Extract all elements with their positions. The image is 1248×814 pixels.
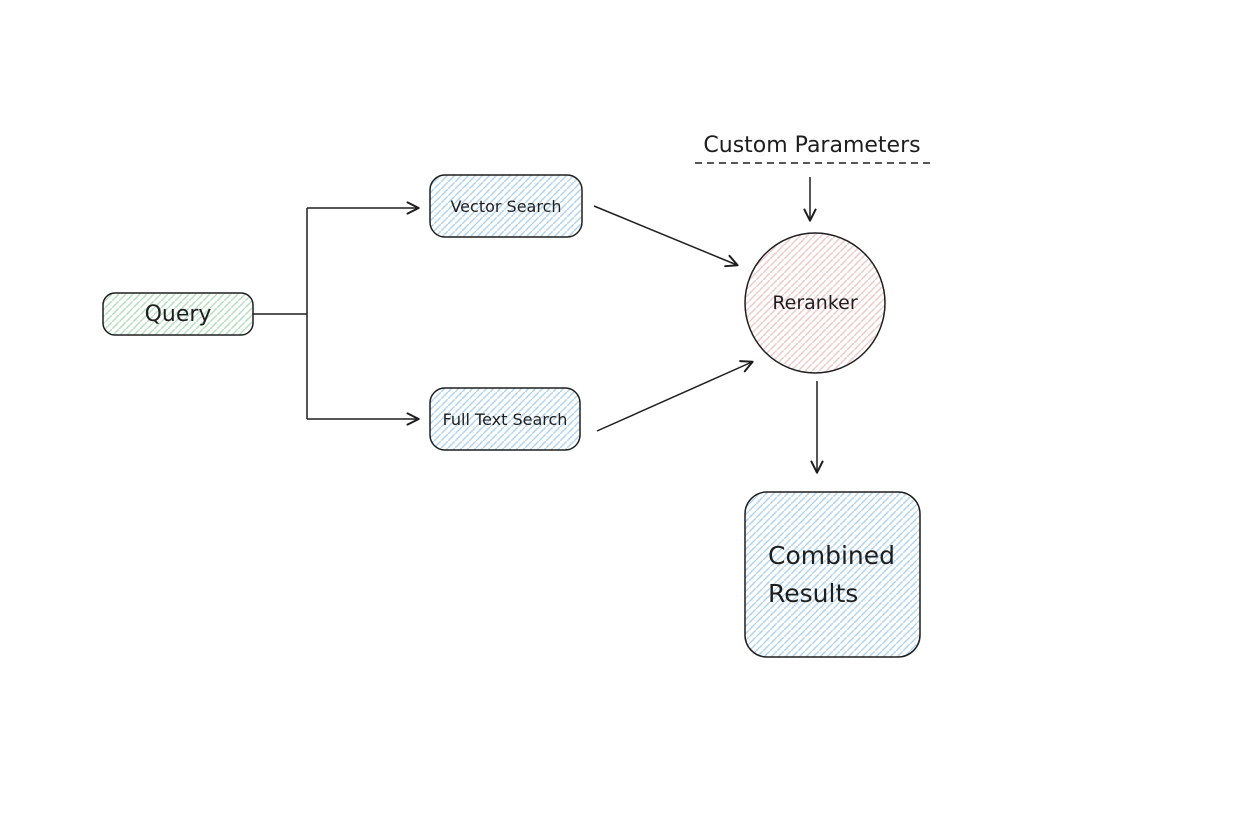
reranker-node[interactable]: Reranker [745,233,885,373]
combined-results-node-label: Combined Results [768,541,896,608]
full-text-search-node[interactable]: Full Text Search [430,388,580,450]
vector-search-node-shape[interactable] [429,174,583,238]
custom-parameters-text[interactable]: Custom Parameters [690,133,934,158]
vector-search-node[interactable]: Vector Search [430,175,582,237]
query-node-label: Query [144,301,212,327]
full-text-search-node-label: Full Text Search [442,409,568,429]
edge-full-text-search-to-reranker-arrow[interactable] [596,360,754,432]
combined-results-node-shape[interactable] [744,491,921,658]
reranker-node-shape[interactable] [744,232,886,374]
vector-search-node-label: Vector Search [450,196,562,216]
query-node[interactable]: Query [103,293,253,335]
edge-vector-search-to-reranker-arrow[interactable] [593,205,739,268]
custom-parameters-label: Custom Parameters [703,133,921,158]
combined-results-node[interactable]: Combined Results [745,492,920,657]
full-text-search-node-shape[interactable] [429,387,581,451]
reranker-node-label: Reranker [772,292,858,314]
